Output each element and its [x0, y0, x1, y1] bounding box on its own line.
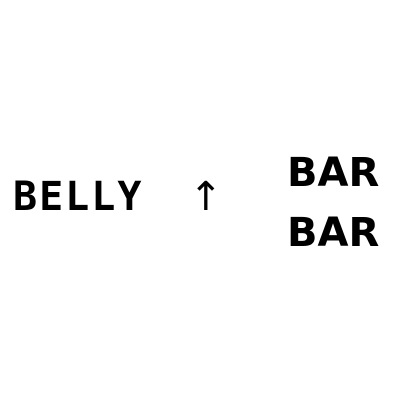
up-arrow-icon: ↑ [189, 174, 223, 220]
stacked-words: BAR BAR [287, 143, 387, 263]
left-word: BELLY [13, 174, 144, 220]
stacked-word-top: BAR [287, 150, 380, 196]
stacked-word-bottom: BAR [287, 210, 380, 256]
